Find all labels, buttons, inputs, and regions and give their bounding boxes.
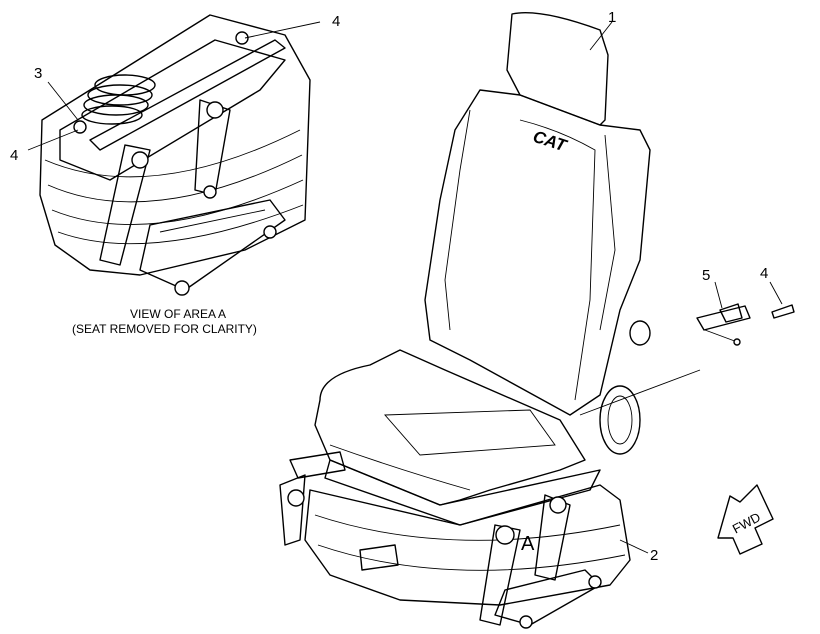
view-caption-line1: VIEW OF AREA A — [130, 307, 226, 321]
callout-4-left: 4 — [10, 147, 18, 164]
callout-3: 3 — [34, 65, 42, 82]
callout-1: 1 — [608, 9, 616, 26]
seat-logo: CAT — [531, 127, 570, 156]
callout-5: 5 — [702, 267, 710, 284]
forward-arrow-label: FWD — [730, 509, 763, 536]
seat-assembly — [279, 12, 701, 629]
inset-leaders — [27, 21, 321, 151]
area-a-label: A — [521, 533, 535, 555]
main-leaders — [589, 21, 649, 554]
callout-4-top: 4 — [332, 13, 340, 30]
bracket-and-bolt — [696, 281, 795, 346]
view-caption-line2: (SEAT REMOVED FOR CLARITY) — [72, 322, 257, 336]
inset-suspension-view — [39, 14, 311, 296]
callout-4-right: 4 — [760, 265, 768, 282]
callout-2: 2 — [650, 547, 658, 564]
forward-arrow-icon: FWD — [717, 484, 774, 555]
